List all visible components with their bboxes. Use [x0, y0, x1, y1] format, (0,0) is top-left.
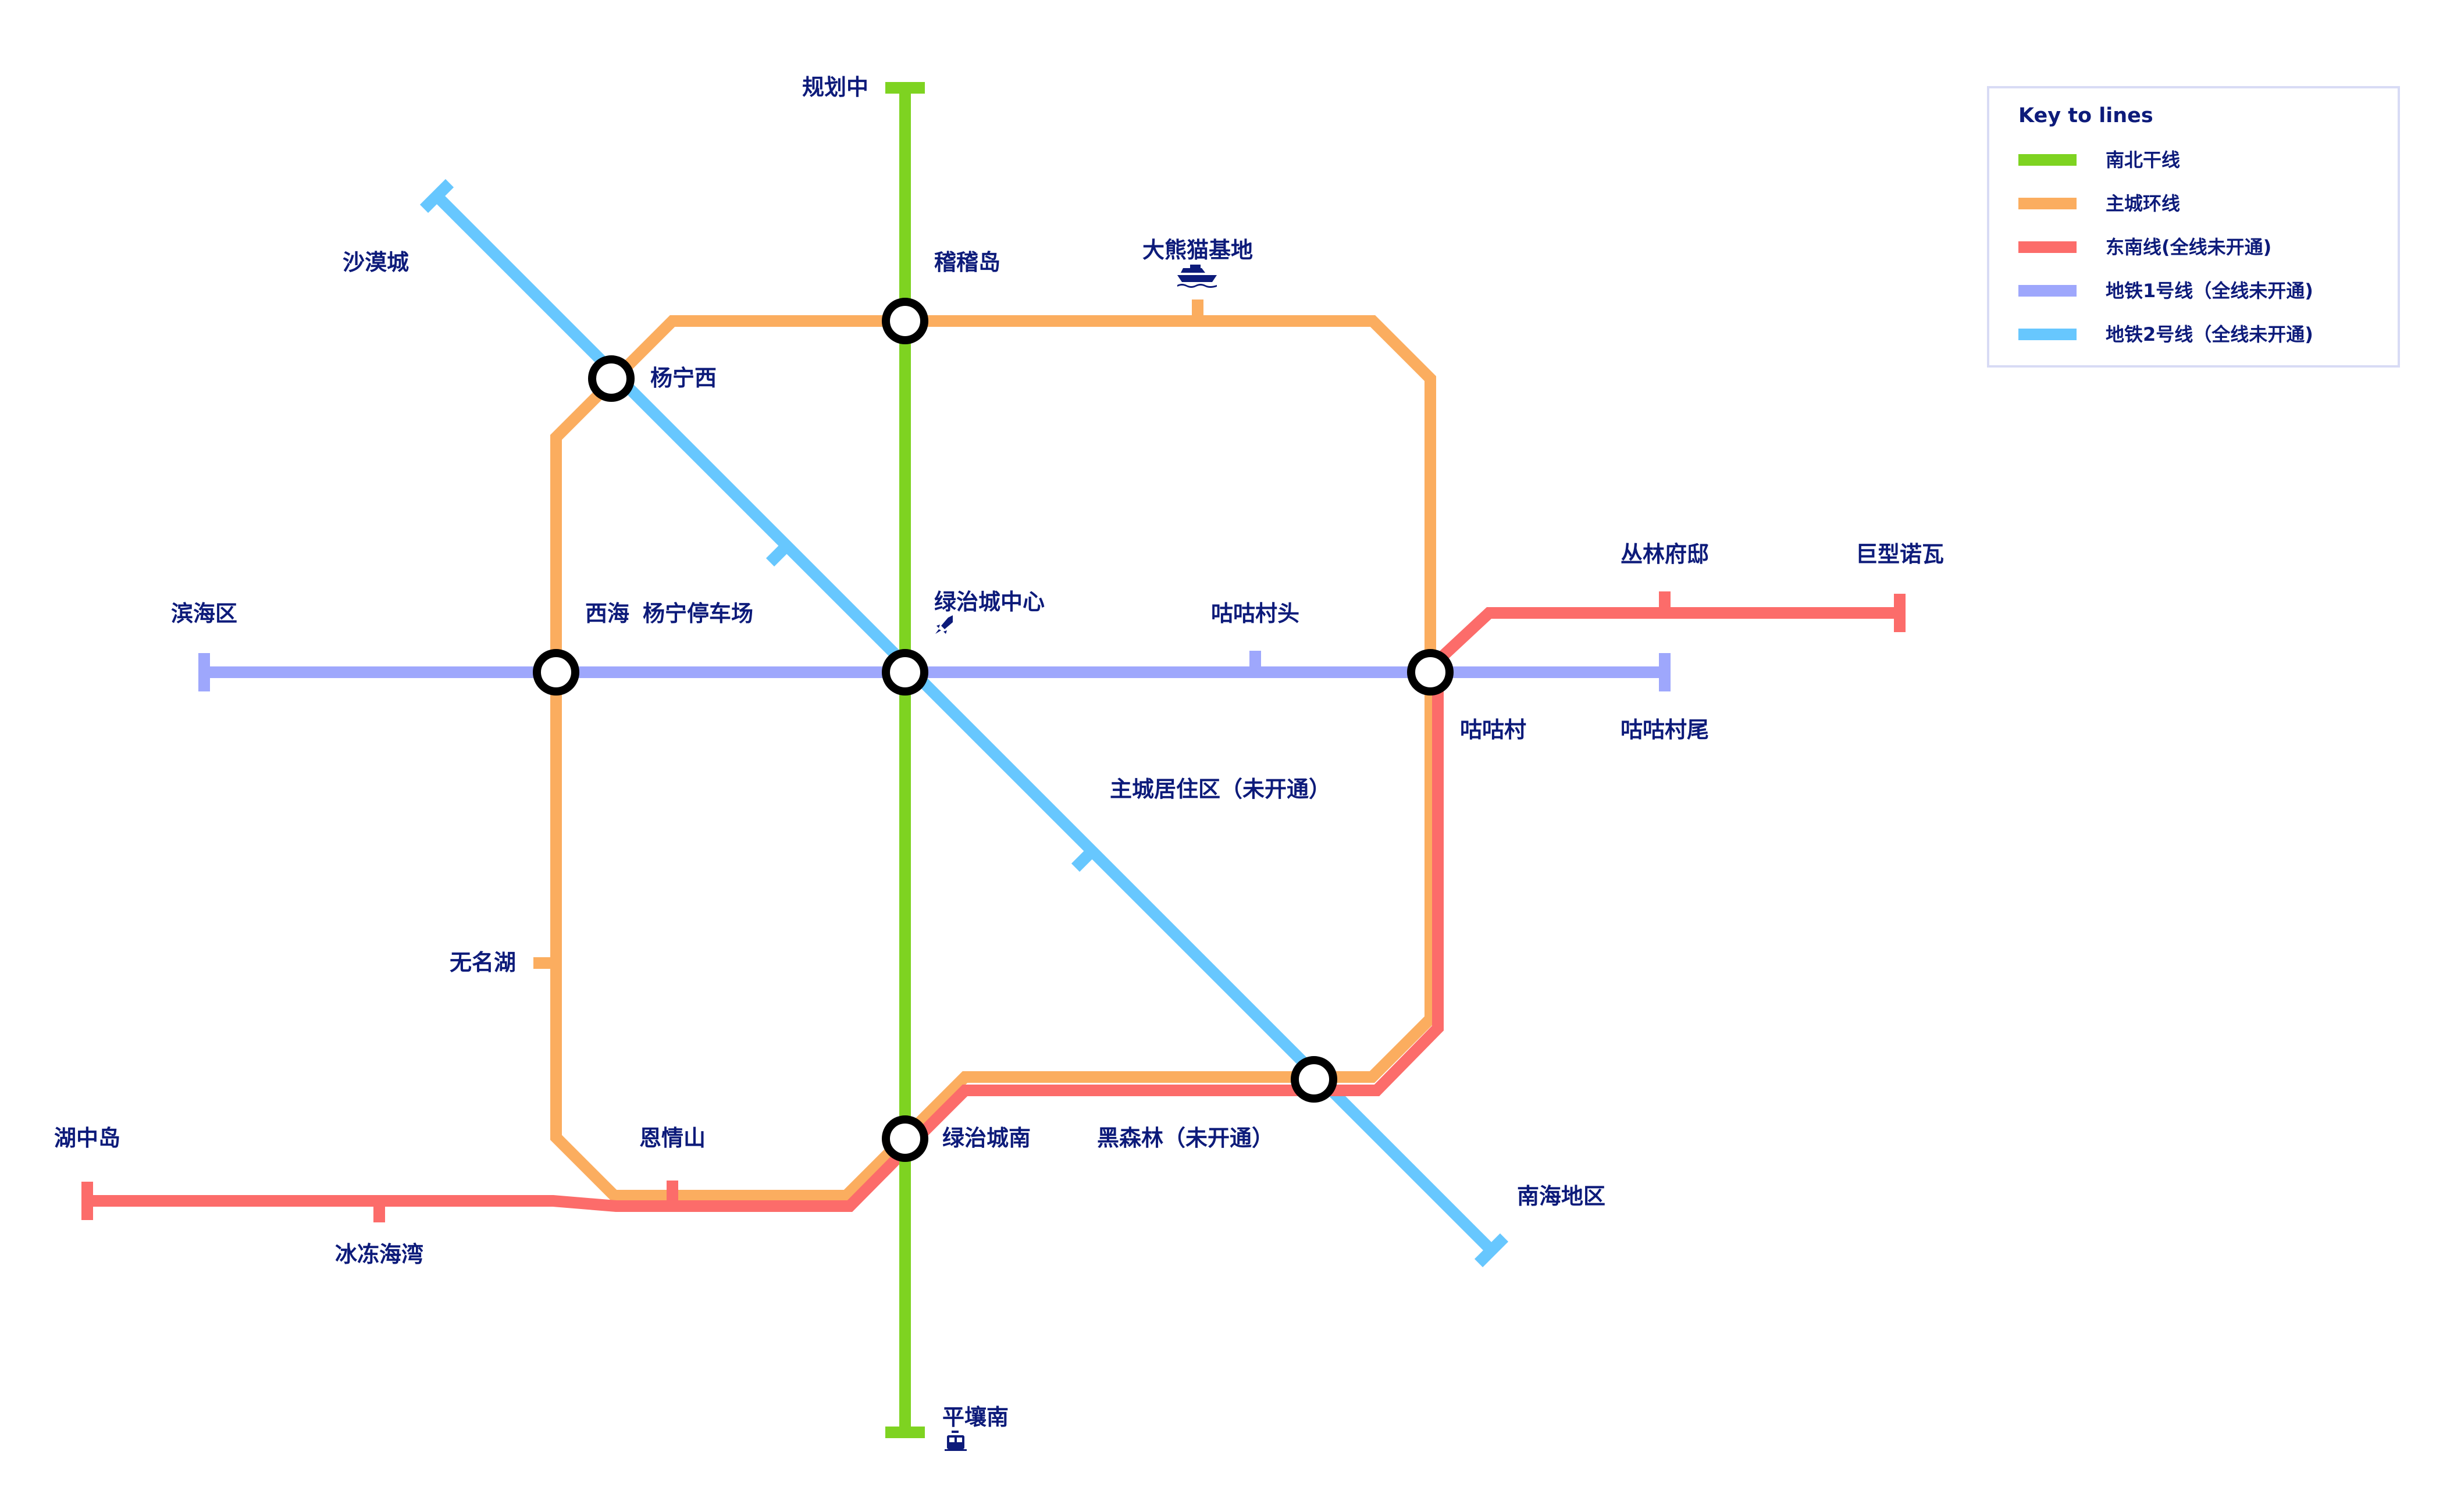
station-label-xihai[interactable]: 西海: [585, 601, 629, 626]
station-label-enqingshan[interactable]: 恩情山: [639, 1125, 706, 1151]
interchange-lvzhichengnan[interactable]: [882, 1115, 928, 1162]
legend-item-label: 南北干线: [2106, 149, 2180, 171]
line-metro2-tick: [1071, 850, 1093, 872]
station-label-lvzhichengzhongxin[interactable]: 绿治城中心: [934, 589, 1045, 615]
station-label-gugucun[interactable]: 咕咕村: [1460, 717, 1526, 743]
legend-title: Key to lines: [2018, 104, 2153, 127]
legend-item-label: 东南线(全线未开通): [2106, 236, 2271, 258]
tram-icon: [945, 1431, 967, 1451]
interchange-lvzhichengzhongxin[interactable]: [882, 649, 928, 696]
station-label-bingdonghaiwan[interactable]: 冰冻海湾: [335, 1242, 423, 1267]
interchange-xihai[interactable]: [533, 649, 579, 696]
station-label-shamocheng[interactable]: 沙漠城: [343, 249, 409, 275]
line-metro2-end-cap-north: [419, 179, 454, 213]
station-label-jumonuowa[interactable]: 巨型诺瓦: [1856, 541, 1944, 567]
station-label-gugucunwei[interactable]: 咕咕村尾: [1621, 717, 1709, 743]
station-label-heisenlin[interactable]: 黑森林（未开通）: [1097, 1125, 1274, 1151]
line-metro2: [419, 179, 1509, 1268]
station-label-conglinfudi[interactable]: 丛林府邸: [1621, 541, 1709, 567]
legend-box: [1987, 86, 2400, 368]
station-label-huzhongdao[interactable]: 湖中岛: [54, 1125, 120, 1151]
interchange-jijidao[interactable]: [882, 298, 928, 344]
station-label-gugucuntou[interactable]: 咕咕村头: [1211, 601, 1299, 626]
legend-item-label: 地铁1号线（全线未开通): [2106, 280, 2313, 302]
legend-item-label: 地铁2号线（全线未开通): [2106, 323, 2313, 345]
station-label-jijidao[interactable]: 稽稽岛: [934, 249, 1000, 275]
interchange-gugucun[interactable]: [1407, 649, 1454, 696]
interchange-yangningxi[interactable]: [588, 355, 635, 402]
station-label-nanhaidiqu[interactable]: 南海地区: [1517, 1183, 1605, 1209]
station-label-daxiongmao[interactable]: 大熊猫基地: [1142, 237, 1253, 263]
station-label-wuminghu[interactable]: 无名湖: [450, 950, 516, 975]
interchange-heisenlin[interactable]: [1291, 1056, 1337, 1103]
station-label-guihuazhong[interactable]: 规划中: [802, 74, 868, 100]
station-label-pingrangnan[interactable]: 平壤南: [942, 1404, 1009, 1430]
line-north-south: [885, 82, 925, 1438]
legend-item-label: 主城环线: [2106, 192, 2180, 215]
line-metro2-end-cap-south: [1474, 1233, 1509, 1268]
line-southeast: [81, 591, 1906, 1222]
station-label-zhuchengjuzhu[interactable]: 主城居住区（未开通）: [1110, 776, 1331, 802]
line-southeast-path: [87, 607, 1900, 1212]
station-labels: 规划中 沙漠城 稽稽岛 大熊猫基地 杨宁西 滨海区 西海 杨宁停车场 绿治城中心…: [54, 74, 1944, 1430]
line-metro2-tick: [765, 545, 788, 567]
ship-icon: [1177, 265, 1217, 288]
interchanges: [533, 298, 1454, 1162]
rocket-icon: [935, 615, 953, 634]
station-label-binhaiqu[interactable]: 滨海区: [171, 601, 237, 626]
station-label-lvzhichengnan[interactable]: 绿治城南: [942, 1125, 1031, 1151]
station-label-yangningxi[interactable]: 杨宁西: [650, 365, 717, 391]
station-label-yangningting[interactable]: 杨宁停车场: [643, 601, 753, 626]
